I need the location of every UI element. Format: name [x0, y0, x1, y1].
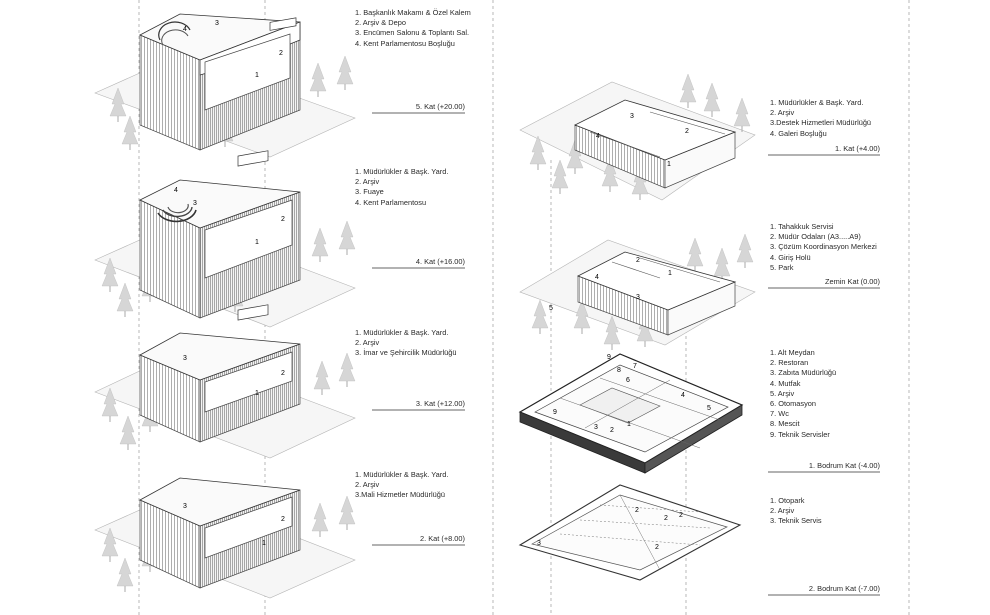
room-number-label: 1	[667, 161, 671, 168]
legend-basement-1: 1. Alt Meydan 2. Restoran 3. Zabıta Müdü…	[770, 348, 836, 440]
legend-item: 4. Giriş Holü	[770, 252, 811, 262]
legend-floor-2: 1. Müdürlükler & Başk. Yard. 2. Arşiv 3.…	[355, 470, 448, 501]
basement-1-drawing: 9 8 6 7 4 5 9 3 2 1	[518, 353, 744, 474]
room-number-label: 2	[679, 512, 683, 519]
room-number-label: 7	[633, 363, 637, 370]
floor-5-drawing: 4 3 2 1	[94, 13, 356, 158]
legend-item: 3. Teknik Servis	[770, 516, 822, 526]
room-number-label: 4	[595, 274, 599, 281]
level-label-floor-4: 4. Kat (+16.00)	[415, 257, 465, 266]
room-number-label: 1	[668, 270, 672, 277]
legend-item: 2. Arşiv & Depo	[355, 18, 406, 28]
legend-item: 3. Encümen Salonu & Toplantı Sal.	[355, 28, 470, 38]
legend-item: 2. Müdür Odaları (A3.....A9)	[770, 232, 861, 242]
floor-1-drawing: 3 2 4 1	[519, 73, 756, 201]
legend-item: 1. Tahakkuk Servisi	[770, 222, 834, 231]
legend-item: 2. Arşiv	[355, 480, 380, 490]
level-label-basement-2: 2. Bodrum Kat (-7.00)	[808, 584, 880, 593]
legend-item: 1. Otopark	[770, 496, 805, 505]
level-label-floor-5: 5. Kat (+20.00)	[415, 102, 465, 111]
legend-item: 2. Arşiv	[355, 338, 380, 348]
room-number-label: 5	[549, 305, 553, 312]
legend-item: 5. Arşiv	[770, 388, 795, 398]
room-number-label: 3	[636, 294, 640, 301]
room-number-label: 4	[681, 392, 685, 399]
level-label-floor-3: 3. Kat (+12.00)	[415, 399, 465, 408]
room-number-label: 3	[183, 503, 187, 510]
legend-item: 3. Fuaye	[355, 187, 384, 197]
level-underlines	[372, 112, 880, 596]
legend-item: 6. Otomasyon	[770, 399, 817, 409]
room-number-label: 9	[607, 354, 611, 361]
legend-item: 3. İmar ve Şehircilik Müdürlüğü	[355, 348, 457, 358]
room-number-label: 3	[215, 20, 219, 27]
legend-item: 4. Kent Parlamentosu	[355, 197, 427, 207]
legend-ground-floor: 1. Tahakkuk Servisi 2. Müdür Odaları (A3…	[770, 222, 877, 273]
room-number-label: 9	[553, 409, 557, 416]
room-number-label: 2	[610, 427, 614, 434]
room-number-label: 4	[183, 26, 187, 33]
legend-item: 2. Arşiv	[355, 177, 380, 187]
legend-item: 1. Alt Meydan	[770, 348, 815, 357]
legend-item: 9. Teknik Servisler	[770, 429, 830, 439]
legend-item: 1. Müdürlükler & Başk. Yard.	[770, 98, 864, 107]
room-number-label: 4	[174, 187, 178, 194]
room-number-label: 1	[262, 540, 266, 547]
room-number-label: 4	[596, 133, 600, 140]
legend-item: 8. Mescit	[770, 419, 800, 429]
legend-item: 4. Kent Parlamentosu Boşluğu	[355, 38, 455, 48]
legend-floor-5: 1. Başkanlık Makamı & Özel Kalem 2. Arşi…	[355, 8, 471, 49]
room-number-label: 2	[655, 544, 659, 551]
legend-item: 5. Park	[770, 262, 794, 272]
legend-item: 4. Mutfak	[770, 378, 801, 388]
level-label-floor-2: 2. Kat (+8.00)	[420, 534, 465, 543]
legend-item: 1. Müdürlükler & Başk. Yard.	[355, 470, 449, 479]
floor-3-drawing: 3 2 1	[94, 304, 356, 459]
floor-2-drawing: 3 2 1	[94, 477, 356, 599]
room-number-label: 2	[281, 370, 285, 377]
room-number-label: 3	[193, 200, 197, 207]
legend-item: 3.Destek Hizmetleri Müdürlüğü	[770, 118, 872, 128]
room-number-label: 1	[255, 390, 259, 397]
legend-item: 1. Başkanlık Makamı & Özel Kalem	[355, 8, 471, 17]
room-number-label: 1	[627, 421, 631, 428]
level-label-floor-1: 1. Kat (+4.00)	[835, 144, 880, 153]
room-number-label: 5	[707, 405, 711, 412]
legend-item: 7. Wc	[770, 409, 789, 419]
room-number-label: 2	[281, 216, 285, 223]
ground-floor-drawing: 2 1 3 4 5	[519, 233, 756, 351]
legend-item: 3. Çözüm Koordinasyon Merkezi	[770, 242, 877, 252]
room-number-label: 2	[279, 50, 283, 57]
legend-floor-4: 1. Müdürlükler & Başk. Yard. 2. Arşiv 3.…	[355, 167, 448, 208]
legend-floor-1: 1. Müdürlükler & Başk. Yard. 2. Arşiv 3.…	[770, 98, 871, 139]
room-number-label: 2	[664, 515, 668, 522]
legend-floor-3: 1. Müdürlükler & Başk. Yard. 2. Arşiv 3.…	[355, 328, 456, 359]
legend-item: 3. Zabıta Müdürlüğü	[770, 368, 837, 378]
floor-4-drawing: 4 3 2 1	[94, 150, 356, 328]
legend-basement-2: 1. Otopark 2. Arşiv 3. Teknik Servis	[770, 496, 822, 527]
room-number-label: 3	[537, 540, 541, 547]
legend-item: 1. Müdürlükler & Başk. Yard.	[355, 328, 449, 337]
room-number-label: 6	[626, 377, 630, 384]
level-label-ground-floor: Zemin Kat (0.00)	[824, 277, 880, 286]
room-number-label: 8	[617, 367, 621, 374]
legend-item: 2. Arşiv	[770, 108, 795, 118]
level-label-basement-1: 1. Bodrum Kat (-4.00)	[808, 461, 880, 470]
legend-item: 1. Müdürlükler & Başk. Yard.	[355, 167, 449, 176]
legend-item: 2. Restoran	[770, 358, 809, 368]
room-number-label: 3	[183, 355, 187, 362]
room-number-label: 2	[636, 257, 640, 264]
legend-item: 3.Mali Hizmetler Müdürlüğü	[355, 490, 445, 500]
room-number-label: 2	[635, 507, 639, 514]
room-number-label: 3	[630, 113, 634, 120]
room-number-label: 1	[255, 239, 259, 246]
legend-item: 4. Galeri Boşluğu	[770, 128, 827, 138]
basement-2-drawing: 2 2 2 2 3	[518, 484, 742, 581]
room-number-label: 3	[594, 424, 598, 431]
legend-item: 2. Arşiv	[770, 506, 795, 516]
room-number-label: 2	[685, 128, 689, 135]
room-number-label: 2	[281, 516, 285, 523]
room-number-label: 1	[255, 72, 259, 79]
